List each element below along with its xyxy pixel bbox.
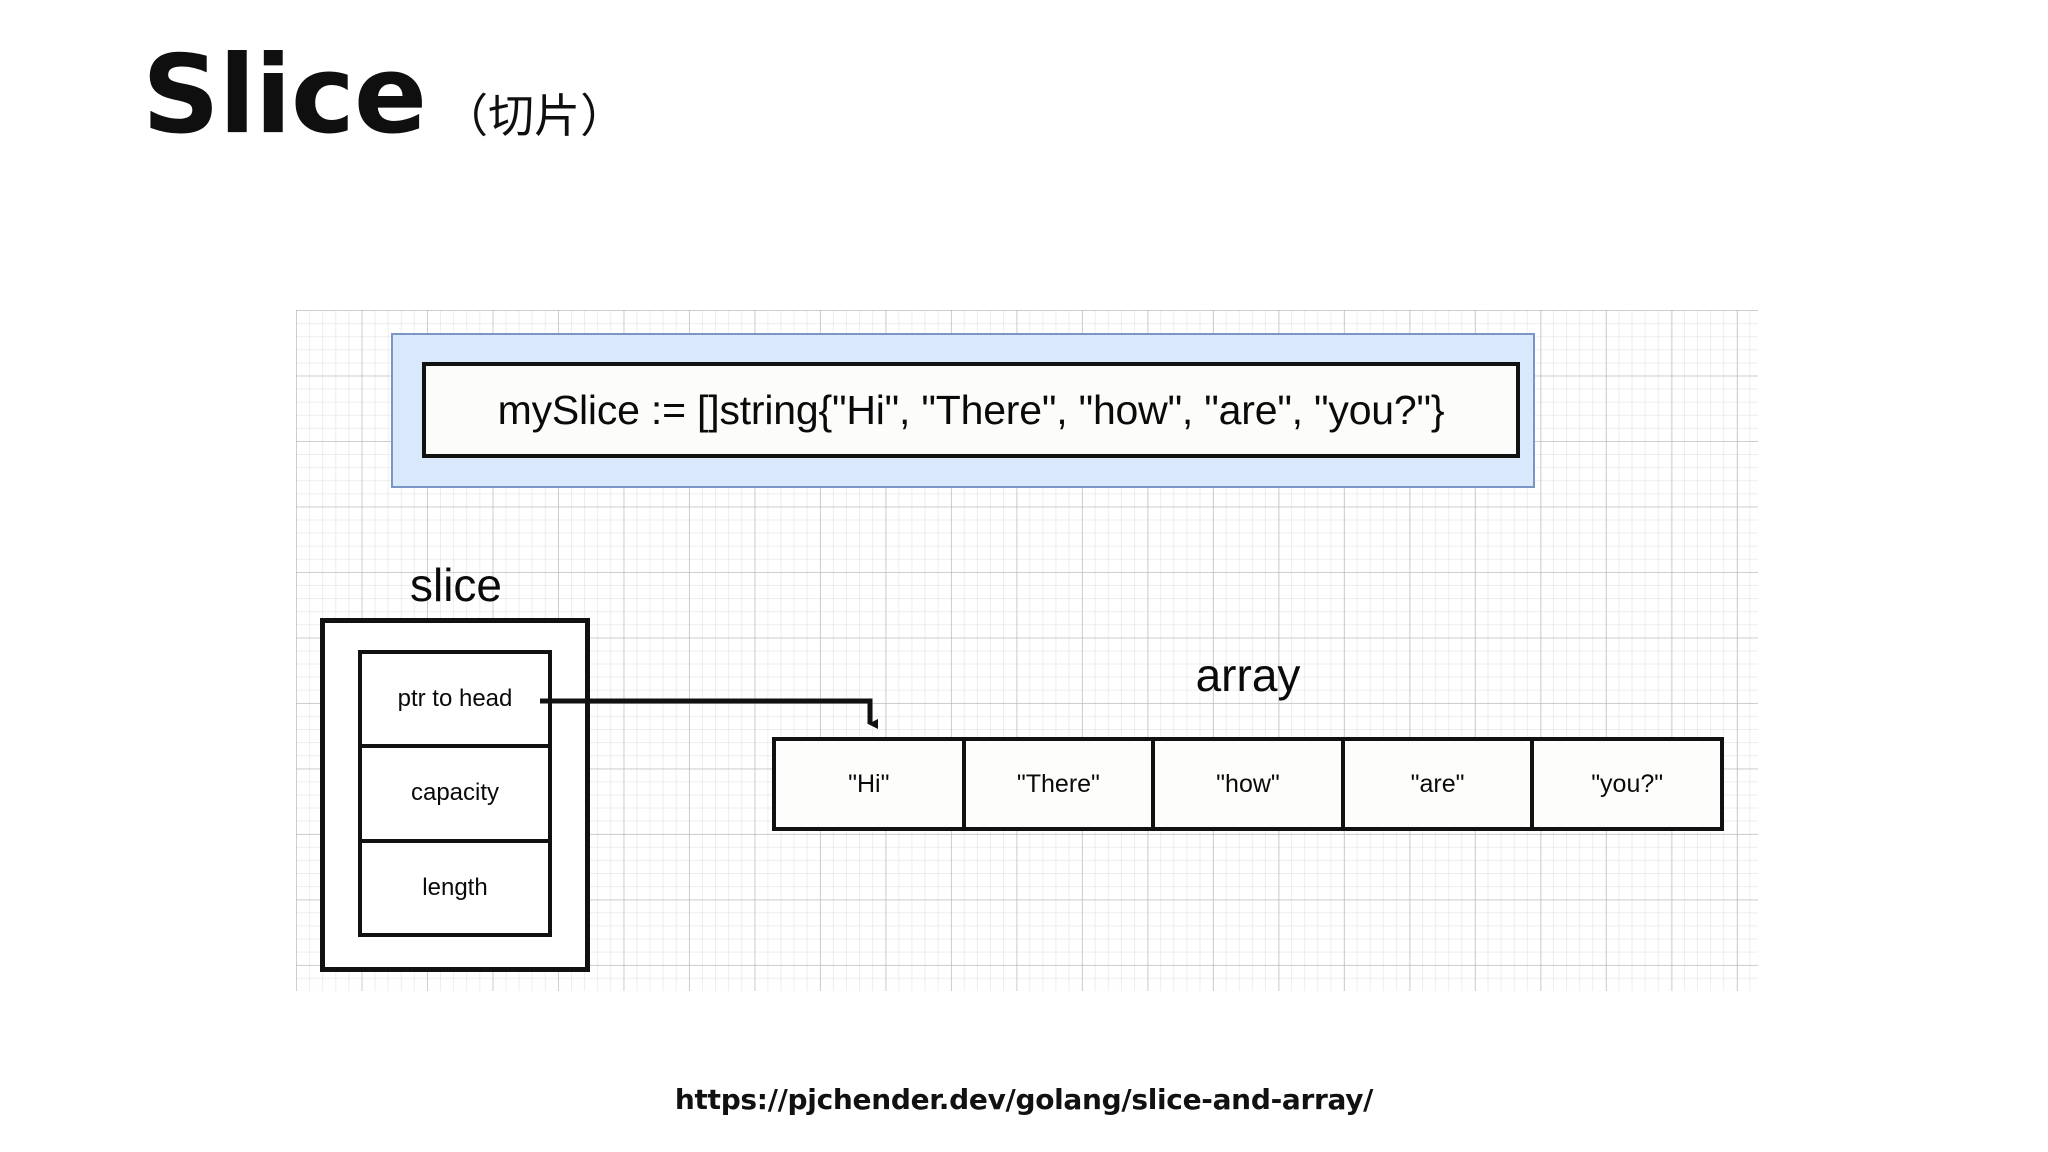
slice-field-ptr-to-head: ptr to head [362, 654, 548, 745]
array-cell-4: "you?" [1530, 741, 1720, 827]
title-main-text: Slice [142, 33, 427, 158]
slice-label: slice [409, 559, 503, 611]
source-url: https://pjchender.dev/golang/slice-and-a… [674, 1083, 1374, 1116]
array-cell-1: "There" [961, 741, 1152, 827]
page-title: Slice （切片） [142, 42, 626, 150]
slice-struct-fields: ptr to head capacity length [358, 650, 552, 937]
title-subtitle-text: （切片） [442, 89, 627, 143]
slice-field-length: length [362, 838, 548, 933]
code-block: mySlice := []string{"Hi", "There", "how"… [422, 362, 1520, 458]
array-cells-row: "Hi" "There" "how" "are" "you?" [772, 737, 1724, 831]
array-cell-2: "how" [1151, 741, 1341, 827]
array-cell-0: "Hi" [776, 741, 962, 827]
code-text: mySlice := []string{"Hi", "There", "how"… [497, 386, 1445, 433]
array-cell-3: "are" [1340, 741, 1531, 827]
slice-field-capacity: capacity [362, 744, 548, 839]
array-label: array [1195, 649, 1301, 701]
